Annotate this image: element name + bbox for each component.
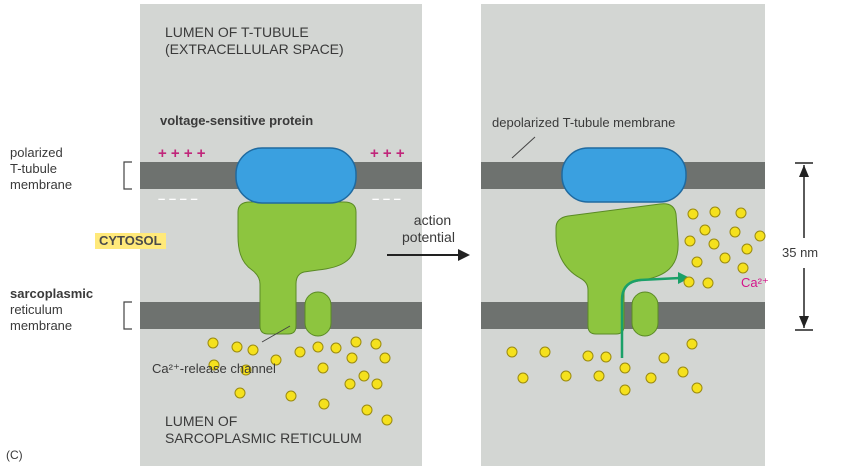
calcium-ion: [735, 207, 747, 219]
calcium-ion: [247, 344, 259, 356]
calcium-ion: [344, 378, 356, 390]
calcium-ion: [231, 341, 243, 353]
calcium-ion: [600, 351, 612, 363]
figure-label: (C): [6, 448, 23, 462]
flow-arrow: [620, 276, 681, 358]
minus-charges-right: – – –: [372, 191, 401, 206]
calcium-ion: [371, 378, 383, 390]
release-channel-subunit-right: [631, 291, 659, 337]
calcium-ion: [370, 338, 382, 350]
plus-charges-left: + + + +: [158, 145, 206, 162]
sr-line1: sarcoplasmic: [10, 286, 94, 301]
calcium-ion: [350, 336, 362, 348]
calcium-ion: [381, 414, 393, 426]
lumen-t-tubule-label: LUMEN OF T-TUBULE (EXTRACELLULAR SPACE): [165, 24, 344, 58]
calcium-ion: [677, 366, 689, 378]
plus-charges-right: + + +: [370, 145, 405, 162]
calcium-ion: [361, 404, 373, 416]
calcium-ions-left: [207, 336, 393, 426]
polarized-line3: membrane: [10, 177, 73, 192]
action-line: action: [413, 212, 452, 228]
calcium-ion: [683, 276, 695, 288]
calcium-ion: [330, 342, 342, 354]
calcium-ion: [560, 370, 572, 382]
voltage-sensor-right: [561, 147, 687, 203]
calcium-ion: [658, 352, 670, 364]
bracket-sr: [123, 301, 132, 330]
calcium-ion: [729, 226, 741, 238]
minus-charges-left: – – – –: [158, 191, 198, 206]
release-channel-label: Ca²⁺-release channel: [152, 361, 276, 376]
leader-depolarized-membrane: [511, 136, 536, 159]
dimension-arrowhead-bottom: [799, 316, 809, 328]
calcium-ion: [741, 243, 753, 255]
dimension-arrowhead-top: [799, 165, 809, 177]
calcium-ion: [294, 346, 306, 358]
calcium-ion: [379, 352, 391, 364]
calcium-ion: [719, 252, 731, 264]
lumen-sr-line1: LUMEN OF: [165, 413, 238, 429]
calcium-ion: [506, 346, 518, 358]
calcium-ion: [318, 398, 330, 410]
calcium-ion: [619, 384, 631, 396]
lumen-t-tubule-line2: (EXTRACELLULAR SPACE): [165, 41, 344, 57]
calcium-ion: [358, 370, 370, 382]
calcium-ion: [709, 206, 721, 218]
calcium-ion: [517, 372, 529, 384]
calcium-ion: [686, 338, 698, 350]
polarized-membrane-label: polarized T-tubule membrane: [10, 145, 72, 193]
calcium-ion: [708, 238, 720, 250]
calcium-ion: [285, 390, 297, 402]
release-channel-subunit-left: [304, 291, 332, 337]
calcium-ion: [702, 277, 714, 289]
calcium-ion: [539, 346, 551, 358]
calcium-ion: [699, 224, 711, 236]
calcium-ion: [270, 354, 282, 366]
leader-release-channel: [261, 325, 291, 343]
release-channel-left: [237, 201, 357, 335]
bracket-t-tubule: [123, 161, 132, 190]
sr-line2: reticulum: [10, 302, 63, 317]
potential-line: potential: [402, 229, 455, 245]
calcium-ions-right-lumen: [506, 338, 703, 396]
voltage-sensor-label: voltage-sensitive protein: [160, 113, 314, 128]
calcium-ions-right-released: [683, 206, 766, 289]
lumen-sr-label: LUMEN OF SARCOPLASMIC RETICULUM: [165, 413, 362, 447]
cytosol-label: CYTOSOL: [95, 233, 166, 249]
calcium-ion: [346, 352, 358, 364]
polarized-line2: T-tubule: [10, 161, 57, 176]
sr-line3: membrane: [10, 318, 73, 333]
calcium-ion: [645, 372, 657, 384]
calcium-ion: [684, 235, 696, 247]
action-potential-arrowhead: [458, 249, 470, 261]
calcium-ion: [207, 337, 219, 349]
calcium-ion: [208, 359, 220, 371]
calcium-ion: [317, 362, 329, 374]
calcium-ion: [312, 341, 324, 353]
lumen-sr-line2: SARCOPLASMIC RETICULUM: [165, 430, 362, 446]
calcium-ion: [691, 256, 703, 268]
calcium-ion: [691, 382, 703, 394]
action-potential-label: action potential: [402, 212, 455, 246]
calcium-ion: [754, 230, 766, 242]
distance-label: 35 nm: [782, 245, 819, 260]
depolarized-membrane-label: depolarized T-tubule membrane: [492, 115, 676, 130]
calcium-ion: [737, 262, 749, 274]
polarized-line1: polarized: [10, 145, 63, 160]
calcium-ion: [593, 370, 605, 382]
release-channel-right: [555, 203, 679, 335]
lumen-t-tubule-line1: LUMEN OF T-TUBULE: [165, 24, 309, 40]
flow-arrowhead: [678, 272, 690, 284]
calcium-ion: [619, 362, 631, 374]
sr-membrane-label: sarcoplasmic reticulum membrane: [10, 286, 93, 334]
calcium-ion: [234, 387, 246, 399]
calcium-ion: [240, 364, 252, 376]
calcium-ion: [582, 350, 594, 362]
calcium-label: Ca²⁺: [741, 275, 769, 290]
voltage-sensor-left: [235, 147, 357, 204]
calcium-ion: [687, 208, 699, 220]
